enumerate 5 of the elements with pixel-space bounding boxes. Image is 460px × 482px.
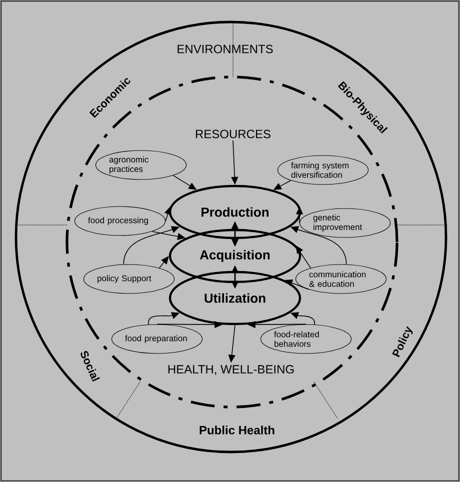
heading-text: HEALTH, WELL-BEING — [168, 365, 294, 375]
ring-label: Public Health — [200, 426, 274, 434]
heading-text: RESOURCES — [196, 130, 270, 138]
arrow — [158, 256, 169, 268]
ring-label: ENVIRONMENTS — [178, 44, 273, 54]
